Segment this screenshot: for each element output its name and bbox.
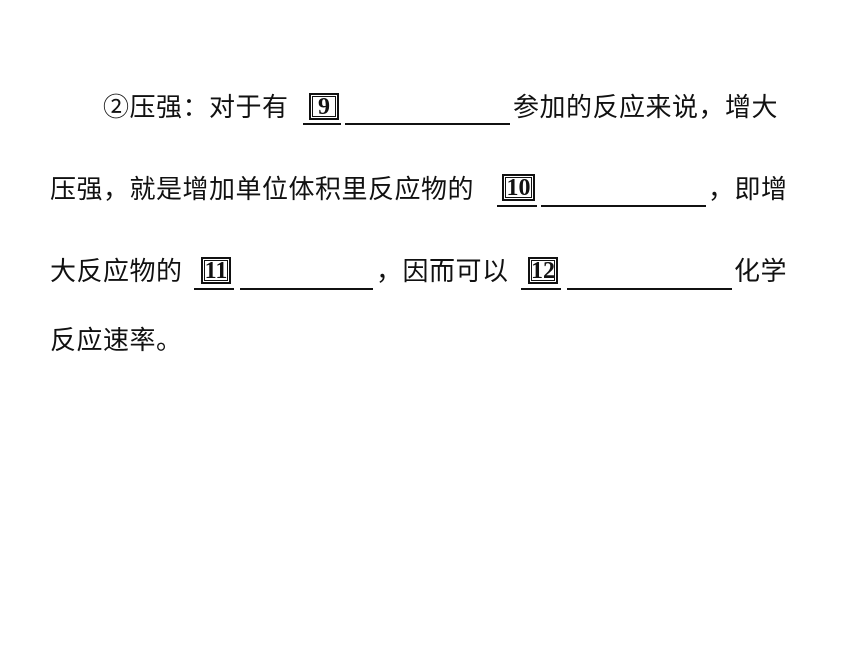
paragraph-line-1: ②压强：对于有 9 参加的反应来说，增大 xyxy=(0,88,860,128)
line1-suffix-text: 参加的反应来说，增大 xyxy=(513,93,779,123)
answer-blank-9[interactable] xyxy=(303,123,341,125)
answer-blank-11-line[interactable] xyxy=(240,288,373,290)
line1-prefix-text: ②压强：对于有 xyxy=(103,93,289,123)
line4-text: 反应速率。 xyxy=(50,326,183,356)
blank-number-9-box: 9 xyxy=(309,93,339,120)
blank-number-11: 11 xyxy=(204,258,228,284)
paragraph-line-4: 反应速率。 xyxy=(0,321,860,361)
blank-number-11-box: 11 xyxy=(201,257,231,284)
paragraph-line-2: 压强，就是增加单位体积里反应物的 10 ，即增 xyxy=(0,170,860,210)
line3-middle-text: ，因而可以 xyxy=(376,257,509,287)
answer-blank-12-line[interactable] xyxy=(567,288,732,290)
answer-blank-10-line[interactable] xyxy=(541,205,706,207)
answer-blank-9-line[interactable] xyxy=(345,123,510,125)
line2-suffix-text: ，即增 xyxy=(708,175,788,205)
paragraph-line-3: 大反应物的 11 ，因而可以 12 化学 xyxy=(0,252,860,292)
answer-blank-12[interactable] xyxy=(521,288,561,290)
blank-number-10: 10 xyxy=(506,175,531,201)
blank-number-10-box: 10 xyxy=(502,174,535,201)
blank-number-12: 12 xyxy=(531,258,555,284)
line2-prefix-text: 压强，就是增加单位体积里反应物的 xyxy=(50,175,475,205)
line3-suffix-text: 化学 xyxy=(734,257,788,287)
line3-prefix-text: 大反应物的 xyxy=(50,257,183,287)
answer-blank-11[interactable] xyxy=(194,288,234,290)
blank-number-12-box: 12 xyxy=(528,257,558,284)
answer-blank-10[interactable] xyxy=(497,205,537,207)
blank-number-9: 9 xyxy=(318,94,330,120)
